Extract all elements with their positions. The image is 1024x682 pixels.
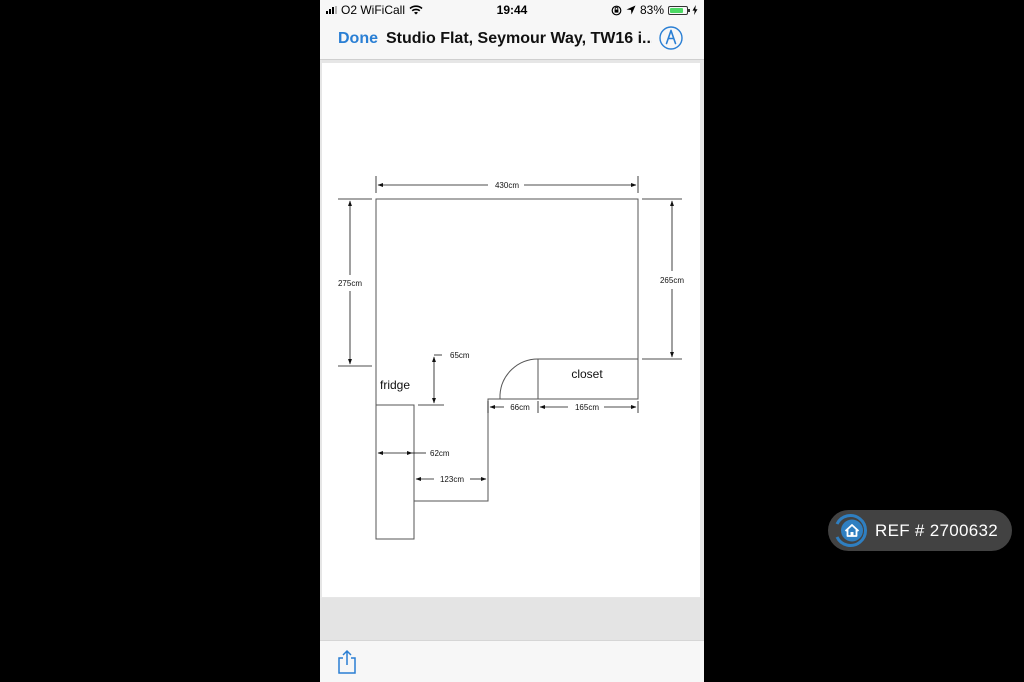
markup-pen-icon[interactable] [659,26,683,50]
reference-number: REF # 2700632 [875,521,998,540]
document-title: Studio Flat, Seymour Way, TW16 i... [386,30,652,47]
height-left-label: 275cm [338,279,362,288]
battery-level [670,7,684,13]
rotation-lock-icon [611,5,622,15]
bottom-toolbar [320,640,704,682]
dim-62-label: 62cm [430,449,450,458]
share-icon[interactable] [336,649,358,675]
floorplan-document: 430cm 275cm 265cm 65cm fridge closet 66c… [322,63,700,597]
wifi-icon [409,5,423,15]
dimension-lines [338,176,682,481]
battery-icon [668,5,690,15]
phone-screen: O2 WiFiCall 19:44 83% [320,0,704,682]
floorplan-drawing: 430cm 275cm 265cm 65cm fridge closet 66c… [338,176,684,540]
battery-percent: 83% [639,3,664,17]
floorplan-labels: 430cm 275cm 265cm 65cm fridge closet 66c… [338,181,684,484]
floorplan-walls [375,198,639,540]
done-button[interactable]: Done [338,30,378,47]
fridge-label: fridge [380,378,410,392]
reference-badge: REF # 2700632 [828,510,1012,551]
closet-label: closet [571,367,603,381]
status-time: 19:44 [496,3,528,17]
dim-66-label: 66cm [510,403,530,412]
navigation-bar: Done Studio Flat, Seymour Way, TW16 i... [320,20,704,60]
carrier-name: O2 WiFiCall [341,3,406,17]
signal-strength-icon [326,6,337,14]
width-top-label: 430cm [495,181,519,190]
dim-65-label: 65cm [450,351,470,360]
house-icon [835,514,868,547]
bolt-icon [692,5,698,15]
status-right: 83% [611,3,698,17]
status-left: O2 WiFiCall [326,3,423,17]
dim-123-label: 123cm [440,475,464,484]
status-bar: O2 WiFiCall 19:44 83% [320,0,704,20]
height-right-label: 265cm [660,276,684,285]
dim-165-label: 165cm [575,403,599,412]
document-margin [320,598,704,640]
location-arrow-icon [626,5,636,15]
